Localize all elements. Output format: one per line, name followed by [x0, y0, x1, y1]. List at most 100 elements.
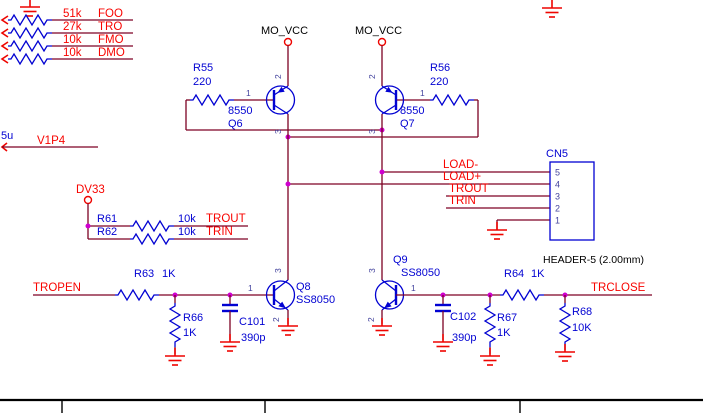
net-label: FMO — [98, 34, 124, 46]
capacitor-ref: C102 — [450, 311, 476, 323]
net-label: TROUT — [206, 213, 246, 225]
resistor-value: 51k — [63, 8, 82, 20]
connector-footprint: HEADER-5 (2.00mm) — [543, 254, 644, 266]
power-net-label: MO_VCC — [355, 25, 402, 37]
input-resistor-bank: 51k FOO 27k TRO 10k FMO 10k DMO — [0, 0, 133, 66]
net-label: V1P4 — [37, 135, 66, 147]
resistor-value: 10K — [572, 322, 592, 334]
net-label: LOAD- — [443, 159, 478, 171]
transistor-q7: 2 3 8550 Q7 — [367, 74, 424, 134]
net-label: TROPEN — [33, 282, 81, 294]
offpage-arrow-icon — [0, 54, 9, 64]
pin-number: 2 — [367, 74, 377, 79]
junction-dot — [379, 169, 385, 175]
connector-cn5-section: LOAD- LOAD+ TROUT TRIN CN5 5 4 3 2 1 HEA… — [285, 148, 644, 266]
net-label: FOO — [98, 8, 123, 20]
transistor-value: 8550 — [400, 105, 424, 117]
resistor-ref: R61 — [97, 213, 117, 225]
power-net-label: MO_VCC — [261, 25, 308, 37]
pin-number: 3 — [367, 129, 377, 134]
capacitor-value: 5u — [1, 130, 13, 142]
resistor-value: 10k — [178, 226, 196, 238]
pin-number: 1 — [411, 283, 416, 293]
resistor-ref: R67 — [497, 312, 517, 324]
resistor-symbol — [190, 93, 234, 107]
connector-body — [549, 161, 595, 241]
resistor-ref: R63 — [134, 268, 154, 280]
resistor-symbol — [168, 303, 182, 347]
resistor-value: 1K — [162, 268, 176, 280]
transistor-ref: Q9 — [393, 254, 408, 266]
resistor-symbol — [430, 93, 474, 107]
junction-dot — [85, 223, 91, 229]
connector-pin-number: 3 — [555, 192, 560, 202]
pin-number: 3 — [367, 268, 377, 273]
resistor-symbol — [483, 303, 497, 347]
resistor-ref: R62 — [97, 226, 117, 238]
power-mo-vcc-left: MO_VCC — [261, 25, 308, 86]
driver-right-section: 3 2 1 Q9 SS8050 C102 390p R67 1K R64 1K … — [366, 254, 652, 366]
transistor-collector — [381, 279, 397, 292]
pin-number: 2 — [273, 74, 283, 79]
resistor-value: 220 — [430, 76, 448, 88]
resistor-symbol — [8, 39, 52, 53]
transistor-ref: Q7 — [400, 118, 415, 130]
net-label: LOAD+ — [443, 171, 481, 183]
resistor-symbol — [115, 288, 159, 302]
transistor-collector — [273, 104, 289, 115]
emitter-arrow-icon — [385, 86, 393, 93]
resistor-symbol — [500, 288, 544, 302]
net-label: DMO — [98, 47, 125, 59]
transistor-value: SS8050 — [296, 294, 335, 306]
dv33-section: DV33 R61 10k TROUT R62 10k TRIN — [76, 184, 248, 246]
resistor-symbol — [130, 219, 174, 233]
transistor-collector — [273, 279, 289, 292]
connector-ref: CN5 — [546, 148, 568, 160]
pin-number: 3 — [273, 268, 283, 273]
capacitor-value: 390p — [452, 332, 476, 344]
transistor-body — [374, 85, 405, 115]
connector-pin-number: 2 — [555, 204, 560, 214]
resistor-value: 10k — [63, 34, 82, 46]
offpage-arrow-icon — [0, 41, 9, 51]
transistor-ref: Q6 — [228, 118, 243, 130]
resistor-symbol — [8, 13, 52, 27]
pin-number: 1 — [420, 88, 425, 98]
title-block-border — [0, 398, 703, 413]
resistor-ref: R56 — [430, 62, 450, 74]
pin-number: 2 — [271, 317, 281, 322]
offpage-arrow-icon — [0, 28, 9, 38]
resistor-value: 1K — [531, 268, 545, 280]
resistor-symbol — [8, 26, 52, 40]
transistor-q6: 2 3 8550 Q6 — [228, 74, 296, 134]
capacitor-value: 390p — [241, 332, 265, 344]
resistor-ref: R55 — [193, 62, 213, 74]
pin-number: 3 — [273, 129, 283, 134]
resistor-ref: R66 — [183, 312, 203, 324]
resistor-value: 10k — [178, 213, 196, 225]
transistor-value: 8550 — [228, 105, 252, 117]
power-mo-vcc-right: MO_VCC — [355, 25, 402, 86]
driver-left-section: TROPEN R63 1K 1 R66 1K C101 390p — [33, 268, 335, 366]
pin-number: 1 — [246, 88, 251, 98]
resistor-ref: R68 — [572, 306, 592, 318]
capacitor-ref: C101 — [239, 316, 265, 328]
connector-pin-number: 4 — [555, 180, 560, 190]
latch-section: R55 220 1 R56 220 1 2 3 8550 Q6 — [185, 62, 479, 280]
resistor-symbol — [130, 232, 174, 246]
transistor-ref: Q8 — [296, 281, 311, 293]
net-label: TROUT — [449, 183, 489, 195]
net-label: TRIN — [206, 226, 233, 238]
pin-number: 2 — [366, 317, 376, 322]
junction-dot — [285, 181, 291, 187]
resistor-value: 220 — [193, 76, 211, 88]
resistor-symbol — [8, 52, 52, 66]
net-label: TRCLOSE — [591, 282, 646, 294]
offpage-arrow-icon — [0, 15, 9, 25]
emitter-arrow-icon — [278, 301, 286, 309]
net-label: TRO — [98, 21, 122, 33]
resistor-value: 10k — [63, 47, 82, 59]
